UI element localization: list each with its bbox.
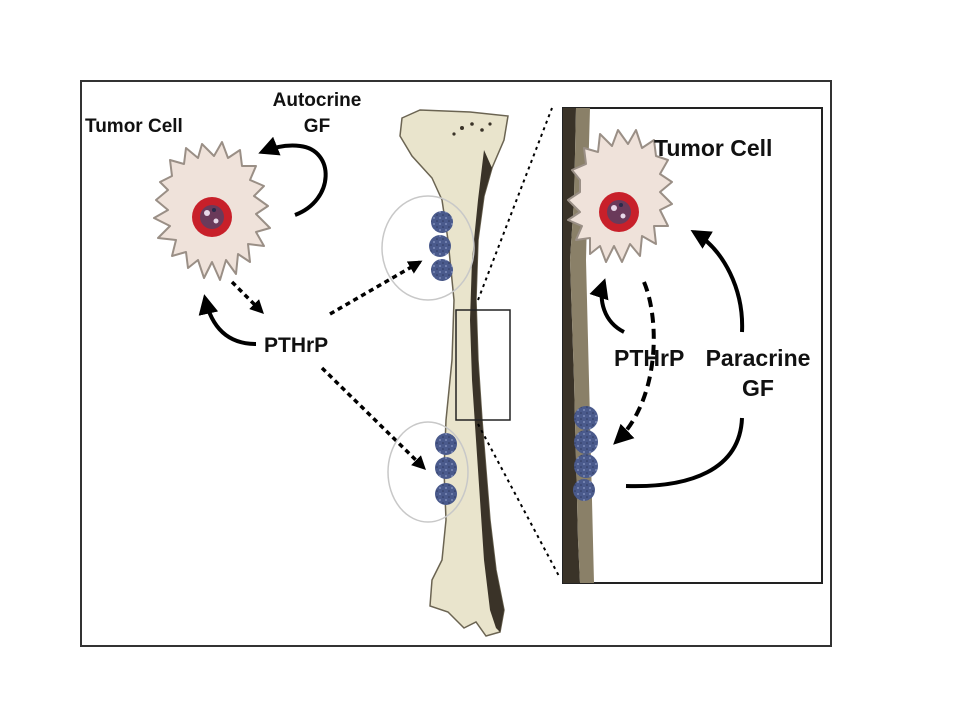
pthrp-to-lower-arrow bbox=[320, 366, 426, 470]
autocrine-gf-label: GF bbox=[304, 116, 330, 137]
inset-osteoblast-cluster-icon bbox=[573, 406, 598, 501]
lower-region-outline bbox=[387, 421, 469, 523]
inset-tumor-cell-icon bbox=[567, 129, 673, 263]
upper-region-outline bbox=[381, 195, 475, 301]
zoom-guide-bottom bbox=[477, 423, 561, 579]
inset-pthrp-dashed-arrow bbox=[613, 281, 656, 445]
inset-pthrp-to-cell-arrow bbox=[589, 278, 625, 334]
paracrine-to-cell-arrow bbox=[690, 229, 745, 333]
inset-pthrp-label: PTHrP bbox=[614, 345, 684, 371]
autocrine-label: Autocrine bbox=[273, 90, 362, 111]
left-tumor-cell-icon bbox=[153, 141, 271, 281]
cell-to-pthrp-arrow bbox=[230, 280, 264, 314]
upper-osteoblast-cluster-icon bbox=[429, 211, 453, 281]
inset-tumor-cell-label: Tumor Cell bbox=[654, 135, 772, 161]
left-tumor-cell-label: Tumor Cell bbox=[85, 116, 183, 137]
paracrine-gf-label: GF bbox=[742, 375, 774, 401]
zoom-region-box bbox=[455, 309, 511, 421]
paracrine-label: Paracrine bbox=[706, 345, 811, 371]
paracrine-from-osteoblast-arrow bbox=[625, 417, 744, 489]
lower-osteoblast-cluster-icon bbox=[435, 433, 457, 505]
autocrine-arrow bbox=[258, 136, 328, 217]
left-pthrp-label: PTHrP bbox=[264, 334, 328, 357]
pthrp-autocrine-arrow bbox=[198, 294, 257, 346]
